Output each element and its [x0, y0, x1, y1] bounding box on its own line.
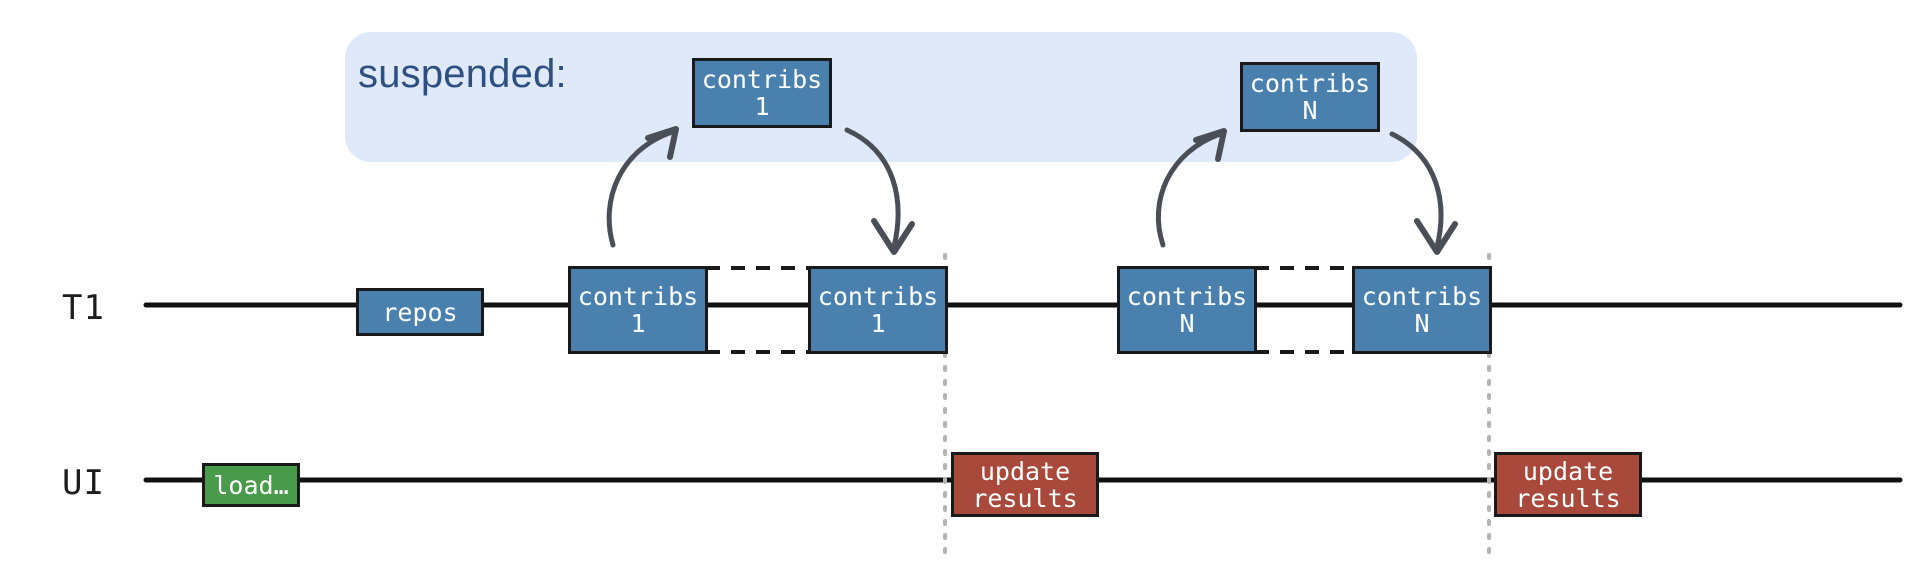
- suspended-node-contribs-n[interactable]: contribs N: [1240, 62, 1380, 132]
- node-line-2: 1: [754, 92, 770, 121]
- arrow-resume-1-curve: [844, 127, 901, 250]
- node-line-1: contribs: [1249, 69, 1371, 98]
- ui-node-update-results-2[interactable]: update results: [1494, 452, 1642, 517]
- node-line-1: contribs: [1361, 282, 1483, 311]
- node-line-1: contribs: [817, 282, 939, 311]
- suspended-node-contribs-1[interactable]: contribs 1: [692, 58, 832, 128]
- node-line-2: 1: [630, 309, 646, 338]
- lane-label-ui: UI: [62, 463, 105, 503]
- t1-node-contribs-n-start[interactable]: contribs N: [1117, 266, 1257, 354]
- t1-node-contribs-1-resume[interactable]: contribs 1: [808, 266, 948, 354]
- node-line-1: contribs: [577, 282, 699, 311]
- node-line-2: 1: [870, 309, 886, 338]
- node-line-1: contribs: [1126, 282, 1248, 311]
- node-line-2: N: [1179, 309, 1195, 338]
- node-line-2: results: [1515, 483, 1621, 513]
- node-line-1: update: [979, 456, 1071, 486]
- ui-node-load[interactable]: load…: [202, 463, 300, 507]
- node-line-2: results: [972, 483, 1078, 513]
- t1-node-contribs-n-resume[interactable]: contribs N: [1352, 266, 1492, 354]
- t1-node-contribs-1-start[interactable]: contribs 1: [568, 266, 708, 354]
- node-line-2: N: [1302, 96, 1318, 125]
- ui-node-update-results-1[interactable]: update results: [951, 452, 1099, 517]
- node-line-1: load…: [213, 470, 289, 500]
- node-line-1: update: [1522, 456, 1614, 486]
- node-line-1: contribs: [701, 65, 823, 94]
- lane-label-t1: T1: [62, 288, 105, 328]
- arrow-resume-n-curve: [1389, 131, 1444, 250]
- arrow-suspend-n-curve: [1155, 131, 1223, 248]
- node-line-2: N: [1414, 309, 1430, 338]
- suspended-label: suspended:: [358, 52, 567, 96]
- arrow-suspend-n-head: [1193, 128, 1227, 162]
- arrow-resume-1-head: [871, 218, 915, 255]
- suspended-region-panel: [345, 32, 1417, 162]
- t1-node-repos[interactable]: repos: [356, 288, 484, 336]
- arrow-suspend-1-head: [645, 126, 679, 160]
- arrow-resume-n-head: [1414, 218, 1458, 255]
- arrow-suspend-1-curve: [606, 129, 675, 248]
- node-line-1: repos: [382, 297, 458, 327]
